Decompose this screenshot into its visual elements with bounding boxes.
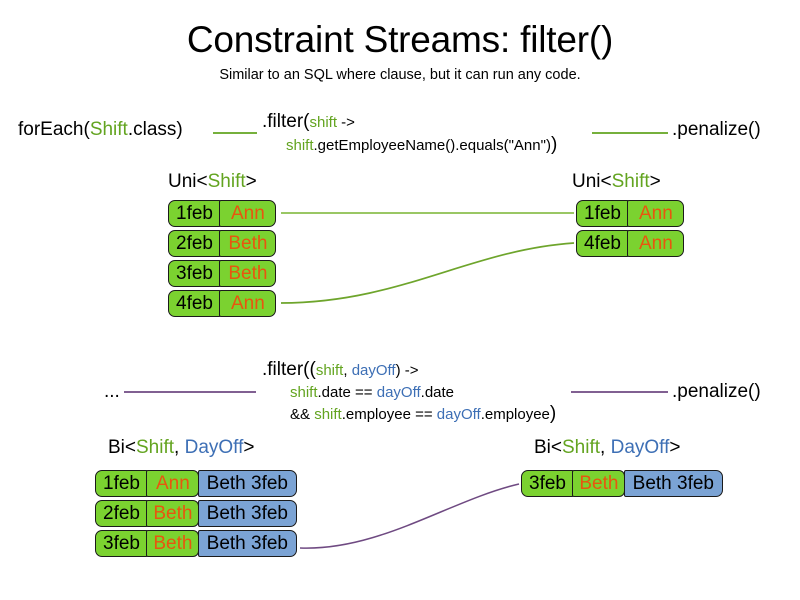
caption-bi-right: Bi<Shift, DayOff> <box>534 436 680 460</box>
filter2-l2-shift: shift <box>290 384 318 401</box>
filter2-l3-dayoff: dayOff <box>436 406 481 423</box>
filter2-l2-end: .date <box>420 384 455 401</box>
shift-date-cell: 3feb <box>521 470 574 497</box>
filter2-l2-mid: .date == <box>317 384 377 401</box>
shift-date-cell: 2feb <box>168 230 221 257</box>
filter1-arrow: -> <box>337 114 355 131</box>
page-title: Constraint Streams: filter() <box>186 19 614 60</box>
bi-right-tuple-stack: 3feb Beth Beth 3feb <box>521 470 723 500</box>
foreach-prefix: forEach( <box>18 119 90 140</box>
bi-left-tuple-stack: 1feb Ann Beth 3feb 2feb Beth Beth 3feb 3… <box>95 470 297 560</box>
dayoff-cell: Beth 3feb <box>197 470 297 497</box>
tuple-row[interactable]: 4feb Ann <box>576 230 685 257</box>
page-subtitle: Similar to an SQL where clause, but it c… <box>219 67 581 83</box>
foreach-expression: forEach(Shift.class) <box>18 118 183 142</box>
shift-name-cell: Ann <box>627 230 685 257</box>
penalize2-expression: .penalize() <box>672 381 761 402</box>
filter2-l3-shift: shift <box>314 406 342 423</box>
shift-name-cell: Beth <box>219 230 277 257</box>
caption-bi-left-type2: DayOff <box>184 437 244 458</box>
caption-bi-right-suffix: > <box>669 437 681 458</box>
foreach-type: Shift <box>89 119 128 140</box>
caption-bi-left-prefix: Bi< <box>108 437 136 458</box>
shift-date-cell: 4feb <box>168 290 221 317</box>
filter2-param-comma: , <box>343 362 352 379</box>
filter2-expression-line2: shift.date == dayOff.date <box>290 383 454 403</box>
filter2-arrow: ) -> <box>395 362 419 379</box>
filter2-param-dayoff: dayOff <box>351 362 396 379</box>
tuple-row[interactable]: 1feb Ann Beth 3feb <box>95 470 297 497</box>
connector-bi-3feb <box>299 483 520 549</box>
shift-name-cell: Beth <box>146 530 200 557</box>
shift-date-cell: 1feb <box>168 200 221 227</box>
caption-bi-right-prefix: Bi< <box>534 437 562 458</box>
caption-bi-left-comma: , <box>174 437 185 458</box>
shift-name-cell: Beth <box>572 470 626 497</box>
shift-name-cell: Ann <box>146 470 200 497</box>
uni-left-tuple-stack: 1feb Ann 2feb Beth 3feb Beth 4feb Ann <box>168 200 277 320</box>
filter2-expression-line1: .filter((shift, dayOff) -> <box>262 358 419 382</box>
caption-bi-left-type1: Shift <box>136 437 175 458</box>
dayoff-cell: Beth 3feb <box>623 470 723 497</box>
filter2-l3-and: && <box>290 406 315 423</box>
caption-bi-left: Bi<Shift, DayOff> <box>108 436 254 460</box>
shift-name-cell: Ann <box>219 200 277 227</box>
caption-uni-left: Uni<Shift> <box>168 170 257 194</box>
filter1-close-paren: ) <box>550 134 558 155</box>
tuple-row[interactable]: 3feb Beth Beth 3feb <box>95 530 297 557</box>
tuple-row[interactable]: 2feb Beth Beth 3feb <box>95 500 297 527</box>
filter1-expression-line1: .filter(shift -> <box>262 110 355 134</box>
filter2-close-paren: ) <box>549 403 557 424</box>
shift-date-cell: 3feb <box>168 260 221 287</box>
caption-uni-right-prefix: Uni< <box>572 171 612 192</box>
caption-uni-left-suffix: > <box>245 171 257 192</box>
tuple-row[interactable]: 3feb Beth Beth 3feb <box>521 470 723 497</box>
caption-bi-left-suffix: > <box>243 437 255 458</box>
filter1-prefix: .filter( <box>262 111 310 132</box>
shift-date-cell: 4feb <box>576 230 629 257</box>
shift-date-cell: 3feb <box>95 530 148 557</box>
dayoff-cell: Beth 3feb <box>197 500 297 527</box>
filter2-l3-end: .employee <box>480 406 550 423</box>
shift-date-cell: 2feb <box>95 500 148 527</box>
filter1-expression-line2: shift.getEmployeeName().equals("Ann")) <box>286 135 557 156</box>
shift-name-cell: Ann <box>219 290 277 317</box>
filter1-body-text: .getEmployeeName().equals("Ann") <box>313 137 551 154</box>
foreach-suffix: .class) <box>127 119 183 140</box>
bi-source-expression: ... <box>104 381 120 402</box>
filter2-l3-mid: .employee == <box>341 406 437 423</box>
tuple-row[interactable]: 1feb Ann <box>576 200 685 227</box>
shift-name-cell: Ann <box>627 200 685 227</box>
tuple-row[interactable]: 1feb Ann <box>168 200 277 227</box>
caption-uni-right-suffix: > <box>649 171 661 192</box>
tuple-row[interactable]: 2feb Beth <box>168 230 277 257</box>
tuple-row[interactable]: 4feb Ann <box>168 290 277 317</box>
connector-uni-4feb <box>280 242 575 304</box>
shift-date-cell: 1feb <box>576 200 629 227</box>
filter2-param-shift: shift <box>315 362 344 379</box>
shift-name-cell: Beth <box>146 500 200 527</box>
filter1-param: shift <box>309 114 338 131</box>
filter2-expression-line3: && shift.employee == dayOff.employee) <box>290 404 556 425</box>
caption-bi-right-comma: , <box>600 437 611 458</box>
caption-uni-left-type: Shift <box>207 171 246 192</box>
filter2-prefix: .filter(( <box>262 359 316 380</box>
caption-uni-left-prefix: Uni< <box>168 171 208 192</box>
caption-bi-right-type2: DayOff <box>610 437 670 458</box>
shift-date-cell: 1feb <box>95 470 148 497</box>
filter1-body-var: shift <box>286 137 314 154</box>
caption-uni-right: Uni<Shift> <box>572 170 661 194</box>
penalize1-expression: .penalize() <box>672 119 761 140</box>
shift-name-cell: Beth <box>219 260 277 287</box>
uni-right-tuple-stack: 1feb Ann 4feb Ann <box>576 200 685 260</box>
caption-bi-right-type1: Shift <box>562 437 601 458</box>
dayoff-cell: Beth 3feb <box>197 530 297 557</box>
caption-uni-right-type: Shift <box>611 171 650 192</box>
filter2-l2-dayoff: dayOff <box>376 384 421 401</box>
tuple-row[interactable]: 3feb Beth <box>168 260 277 287</box>
